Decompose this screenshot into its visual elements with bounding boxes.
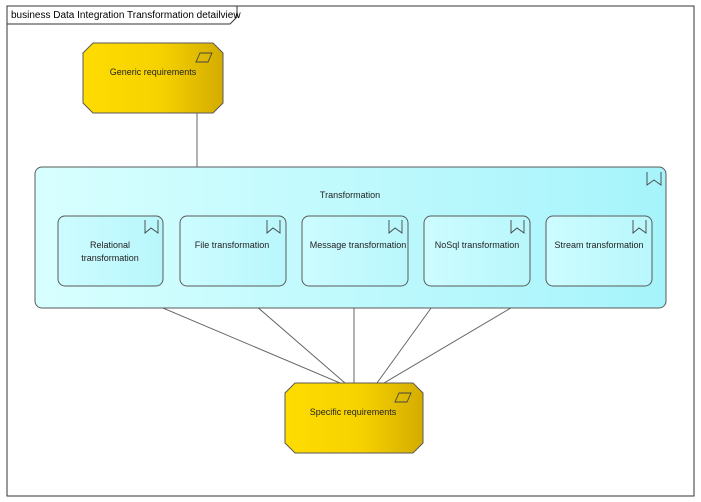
specific-requirements-label: Specific requirements <box>310 407 397 417</box>
stream-transformation-node[interactable]: Stream transformation <box>545 215 653 287</box>
function-icon <box>144 220 159 234</box>
frame-title: business Data Integration Transformation… <box>11 10 241 21</box>
file-label: File transformation <box>195 240 270 250</box>
requirement-icon <box>195 52 213 63</box>
requirement-icon <box>394 392 412 403</box>
message-transformation-node[interactable]: Message transformation <box>301 215 409 287</box>
specific-requirements-node[interactable]: Specific requirements <box>284 382 424 454</box>
child-nodes: Relational transformation File transform… <box>57 215 653 287</box>
file-transformation-node[interactable]: File transformation <box>179 215 287 287</box>
function-icon <box>646 172 662 186</box>
relational-label-line2: transformation <box>81 253 139 263</box>
function-icon <box>510 220 525 234</box>
function-icon <box>388 220 403 234</box>
function-icon <box>632 220 647 234</box>
transformation-label: Transformation <box>320 190 380 200</box>
nosql-label: NoSql transformation <box>435 240 520 250</box>
message-label: Message transformation <box>310 240 407 250</box>
nosql-transformation-node[interactable]: NoSql transformation <box>423 215 531 287</box>
stream-label: Stream transformation <box>554 240 643 250</box>
relational-transformation-node[interactable]: Relational transformation <box>57 215 164 287</box>
generic-requirements-label: Generic requirements <box>110 67 197 77</box>
generic-requirements-node[interactable]: Generic requirements <box>82 42 224 114</box>
relational-label-line1: Relational <box>90 240 130 250</box>
function-icon <box>266 220 281 234</box>
